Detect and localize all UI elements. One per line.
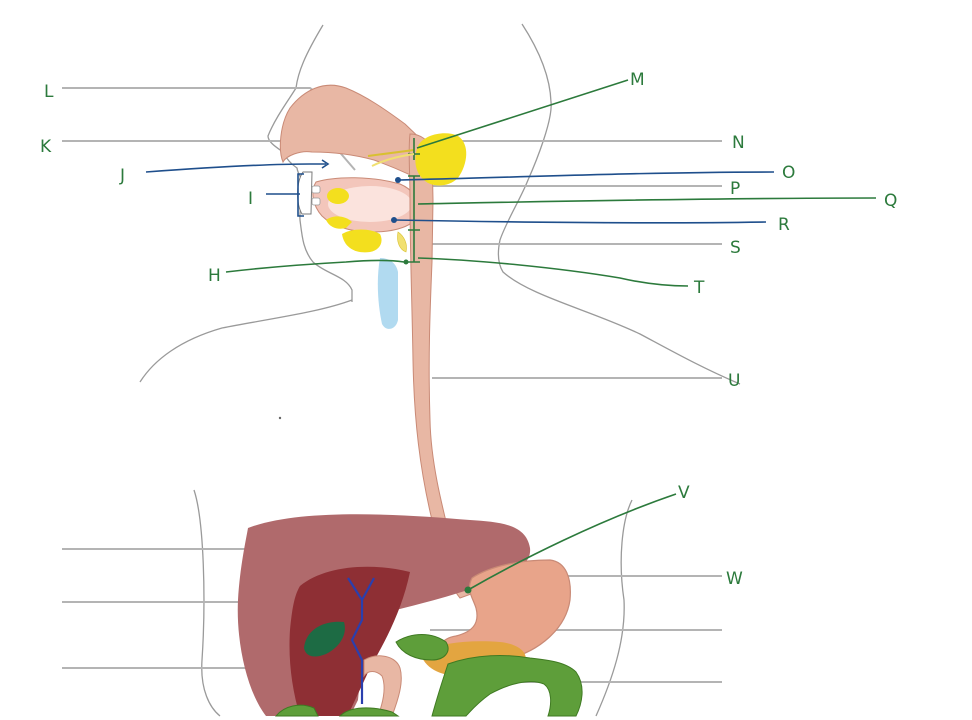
pointer-V-dot xyxy=(465,587,472,594)
pointer-T xyxy=(418,258,688,286)
label-S: S xyxy=(730,238,741,258)
lips xyxy=(298,172,312,214)
label-N: N xyxy=(732,133,745,153)
transverse-colon xyxy=(432,656,582,716)
pointer-H xyxy=(226,261,404,273)
label-R: R xyxy=(778,215,790,235)
pointer-R xyxy=(394,220,766,223)
label-M: M xyxy=(630,70,645,90)
front-shoulder-outline xyxy=(140,300,352,382)
label-K: K xyxy=(40,137,52,157)
pointer-R-dot xyxy=(391,217,397,223)
pointer-M xyxy=(417,80,628,148)
upper-teeth xyxy=(312,186,320,193)
submandibular-gland xyxy=(342,230,382,253)
pointer-H-dot xyxy=(404,260,409,265)
neck-back-shoulder-outline xyxy=(498,24,740,384)
label-P: P xyxy=(730,179,740,199)
pointer-Q xyxy=(418,198,876,204)
label-J: J xyxy=(119,166,125,186)
torso-right-outline xyxy=(596,500,632,716)
label-T: T xyxy=(693,278,705,298)
label-U: U xyxy=(728,371,740,391)
label-V: V xyxy=(678,483,690,503)
stray-dot xyxy=(279,417,281,419)
letter-labels: L K J I H M N O P Q R S T U V W xyxy=(40,70,897,589)
label-O: O xyxy=(782,163,795,183)
pointer-J xyxy=(146,164,326,172)
lower-teeth xyxy=(312,198,320,205)
trachea xyxy=(378,258,398,329)
sublingual-gland xyxy=(327,188,349,204)
label-L: L xyxy=(44,82,54,102)
label-H: H xyxy=(208,266,221,286)
label-W: W xyxy=(726,569,743,589)
pointer-O-dot xyxy=(395,177,401,183)
label-I: I xyxy=(248,189,253,209)
duodenum xyxy=(364,656,401,716)
epiglottis xyxy=(397,232,406,252)
annotation-pointers xyxy=(146,80,876,594)
body-outline xyxy=(140,24,740,716)
intestine-loop-1 xyxy=(396,635,448,661)
label-Q: Q xyxy=(884,191,897,211)
